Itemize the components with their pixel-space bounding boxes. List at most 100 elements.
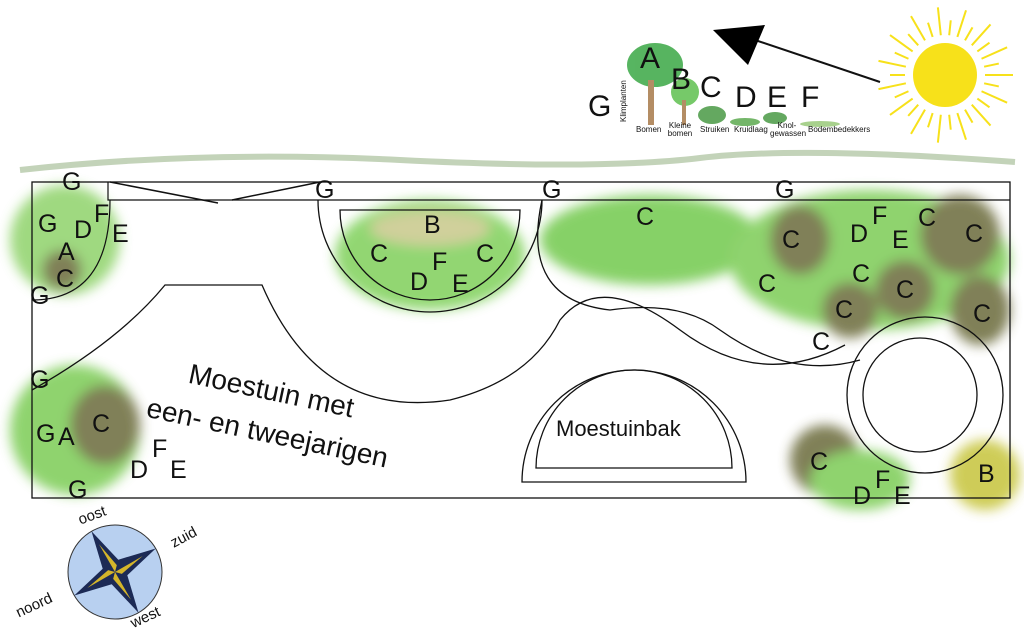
plant-marker-f: F xyxy=(152,435,168,463)
sun-ray xyxy=(910,15,926,41)
direction-arrow-icon xyxy=(713,25,765,65)
sun-ray xyxy=(976,41,991,53)
plant-marker-c: C xyxy=(835,296,854,324)
sun-ray xyxy=(956,112,967,140)
sun-ray xyxy=(878,82,907,91)
sun-ray xyxy=(948,114,952,130)
plant-marker-c: C xyxy=(782,226,801,254)
sun-ray xyxy=(894,90,909,99)
legend-illustration xyxy=(627,43,840,127)
corner-bed-edge xyxy=(31,199,111,301)
sun-ray xyxy=(889,34,914,53)
sun-ray xyxy=(889,97,914,116)
bed-label: Moestuinbak xyxy=(556,416,681,441)
plant-marker-d: D xyxy=(130,456,149,484)
legend-label-bodembedekkers: Bodembedekkers xyxy=(808,125,871,134)
sun-ray xyxy=(964,26,974,41)
plant-marker-g: G xyxy=(542,176,562,204)
sun-icon xyxy=(878,7,1013,143)
plant-marker-g: G xyxy=(30,366,50,394)
legend-letter-e: E xyxy=(767,81,788,114)
plant-marker-g: G xyxy=(775,176,795,204)
plant-marker-g: G xyxy=(36,420,56,448)
legend-label-klimplanten: Klimplanten xyxy=(619,80,628,122)
plant-marker-c: C xyxy=(918,204,937,232)
plant-marker-c: C xyxy=(852,260,871,288)
compass-rose-icon xyxy=(67,524,163,620)
round-lawn xyxy=(862,337,978,453)
plant-marker-e: E xyxy=(112,220,129,248)
sun-ray xyxy=(971,104,992,127)
sun-ray xyxy=(976,97,991,109)
gate-left xyxy=(109,181,219,204)
legend-letter-g: G xyxy=(588,90,612,123)
legend-letter-c: C xyxy=(700,71,722,104)
plant-marker-c: C xyxy=(636,203,655,231)
legend-label-bomen: Bomen xyxy=(636,125,662,134)
plant-marker-c: C xyxy=(476,240,495,268)
semicircle-bed xyxy=(339,209,521,301)
sun-ray xyxy=(964,109,974,124)
plant-marker-b: B xyxy=(424,211,441,239)
foliage xyxy=(10,185,1020,510)
plant-marker-g: G xyxy=(68,476,88,504)
legend-letter-f: F xyxy=(801,81,820,114)
legend-label-struiken: Struiken xyxy=(700,125,730,134)
plant-marker-g: G xyxy=(38,210,58,238)
plant-marker-c: C xyxy=(758,270,777,298)
top-path xyxy=(107,182,1010,201)
garden-boundary xyxy=(31,181,1011,499)
sun-ray xyxy=(927,112,934,128)
plant-marker-a: A xyxy=(58,238,75,266)
plant-marker-c: C xyxy=(896,276,915,304)
semicircle-path xyxy=(317,199,543,313)
plant-marker-b: B xyxy=(978,460,995,488)
plant-marker-c: C xyxy=(92,410,111,438)
sun-ray xyxy=(981,90,1008,104)
sun-ray xyxy=(936,114,942,143)
plant-marker-e: E xyxy=(452,270,469,298)
sun-ray xyxy=(983,82,1000,88)
sun-ray xyxy=(956,10,967,38)
legend-letter-d: D xyxy=(735,81,757,114)
plant-marker-g: G xyxy=(30,282,50,310)
legend-letter-a: A xyxy=(640,42,661,75)
sun-ray xyxy=(927,22,934,38)
plant-marker-d: D xyxy=(74,216,93,244)
plant-marker-c: C xyxy=(973,300,992,328)
sun-ray xyxy=(948,20,952,36)
plant-marker-f: F xyxy=(432,248,448,276)
legend-letter-b: B xyxy=(671,63,692,96)
plant-marker-e: E xyxy=(170,456,187,484)
sun-ray xyxy=(878,59,907,68)
legend-label-knolgewassen: Knol-gewassen xyxy=(770,121,807,138)
moestuinbak-inner xyxy=(535,369,733,469)
sun-ray xyxy=(894,51,909,60)
plant-marker-c: C xyxy=(810,448,829,476)
sun-ray xyxy=(971,23,992,46)
legend-label-kruidlaag: Kruidlaag xyxy=(734,125,768,134)
lawn-edge xyxy=(31,284,846,404)
direction-line xyxy=(754,39,881,83)
plant-marker-e: E xyxy=(894,482,911,510)
plant-marker-d: D xyxy=(410,268,429,296)
plant-marker-a: A xyxy=(58,423,75,451)
sun-ray xyxy=(910,109,926,135)
plant-marker-f: F xyxy=(875,466,891,494)
plant-marker-f: F xyxy=(94,200,110,228)
top-hedge xyxy=(19,149,1016,173)
plant-marker-d: D xyxy=(850,220,869,248)
sun-ray xyxy=(936,7,942,36)
plant-marker-c: C xyxy=(56,265,75,293)
sun-ray xyxy=(983,62,1000,68)
plant-marker-c: C xyxy=(965,220,984,248)
round-path xyxy=(846,316,1004,474)
gate-right xyxy=(231,181,321,201)
sun-ray xyxy=(981,46,1008,60)
plant-marker-g: G xyxy=(315,176,335,204)
plant-marker-f: F xyxy=(872,202,888,230)
plant-marker-e: E xyxy=(892,226,909,254)
plant-marker-g: G xyxy=(62,168,82,196)
sun-ray xyxy=(907,33,919,46)
